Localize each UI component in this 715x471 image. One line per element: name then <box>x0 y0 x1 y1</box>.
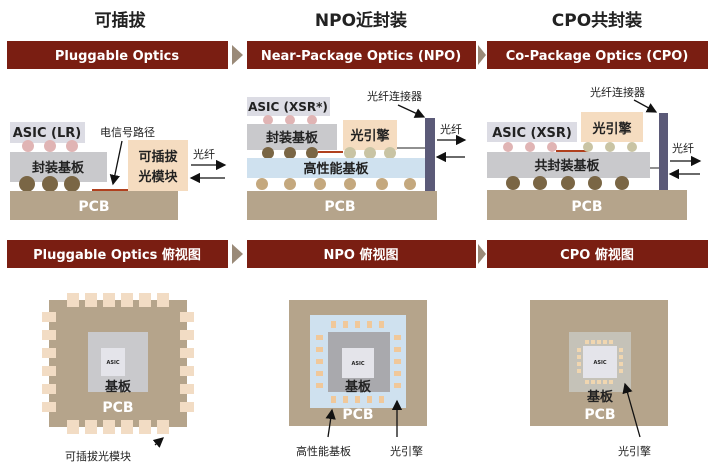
asic-label: ASIC (XSR) <box>492 126 572 141</box>
title-pluggable: 可插拔 <box>95 10 147 31</box>
solder-balls <box>506 176 629 190</box>
banner-label: Near-Package Optics (NPO) <box>261 49 461 64</box>
chevron-right-icon <box>232 244 243 264</box>
solder-balls <box>19 176 80 192</box>
arrow-icon <box>152 437 164 448</box>
pcb <box>247 191 437 220</box>
engine-label: 光引擎 <box>349 128 389 144</box>
pcb-label: PCB <box>102 400 133 416</box>
fiber-connector <box>659 113 668 190</box>
co-package-substrate <box>487 152 650 178</box>
npo-top-view: ASIC 基板 PCB 高性能基板 光引擎 <box>289 300 427 458</box>
cpo-top-view: ASIC 基板 PCB 光引擎 <box>530 300 668 458</box>
banner-cpo <box>487 41 708 69</box>
fiber-connector <box>425 118 435 191</box>
optical-engine <box>581 112 643 142</box>
title-npo: NPO近封装 <box>315 10 407 31</box>
chevron-right-icon <box>478 45 486 65</box>
micro-bumps <box>503 142 637 152</box>
micro-bumps <box>22 140 78 152</box>
signal-path-label: 电信号路径 <box>100 126 155 139</box>
pcb-label: PCB <box>584 407 615 423</box>
banner-row-bottom: Pluggable Optics 俯视图 NPO 俯视图 CPO 俯视图 <box>7 240 708 268</box>
banner-row-top: Pluggable Optics Near-Package Optics (NP… <box>7 41 708 69</box>
micro-bumps <box>263 115 317 125</box>
pcb-label: PCB <box>342 407 373 423</box>
substrate-label: 共封装基板 <box>534 158 600 174</box>
optical-engines <box>316 321 401 403</box>
banner-label: Pluggable Optics <box>55 49 179 64</box>
asic-label: ASIC <box>593 360 606 366</box>
fiber-label: 光纤 <box>193 147 215 161</box>
title-cpo: CPO共封装 <box>552 10 642 31</box>
fiber-label: 光纤 <box>440 122 462 136</box>
substrate-label: 封装基板 <box>266 130 319 146</box>
arrow-icon <box>622 382 641 438</box>
asic-chip <box>342 348 374 378</box>
asic-label: ASIC (LR) <box>13 126 82 141</box>
cpo-cross-section: ASIC (XSR) 光引擎 共封装基板 PCB 光纤连接器 光纤 <box>487 85 702 220</box>
pluggable-modules <box>42 293 194 434</box>
pcb-label: PCB <box>571 199 602 215</box>
pluggable-module <box>128 140 188 191</box>
engine-label: 光引擎 <box>591 121 631 137</box>
asic-label: ASIC <box>351 361 364 367</box>
asic-chip <box>247 97 330 116</box>
banner-label: Co-Package Optics (CPO) <box>506 49 689 64</box>
pcb <box>487 190 687 220</box>
asic-chip <box>10 122 85 143</box>
module-label: 光模块 <box>137 169 178 185</box>
arrow-icon <box>633 99 658 113</box>
pcb <box>10 191 178 220</box>
solder-balls <box>256 178 416 190</box>
banner-label: NPO 俯视图 <box>324 247 399 263</box>
hp-substrate-label: 高性能基板 <box>303 161 369 177</box>
chevron-right-icon <box>232 45 243 65</box>
banner-npo <box>247 41 476 69</box>
banner-cpo-top-view <box>487 240 708 268</box>
asic-label: ASIC (XSR*) <box>248 100 328 114</box>
substrate-label: 基板 <box>586 389 614 405</box>
npo-cross-section: ASIC (XSR*) 封装基板 光引擎 高性能基板 PCB 光纤连接器 光纤 <box>247 89 467 220</box>
package-substrate <box>247 124 337 150</box>
chevron-right-icon <box>478 244 486 264</box>
banner-pluggable <box>7 41 228 69</box>
banner-pluggable-top-view <box>7 240 228 268</box>
connector-label: 光纤连接器 <box>590 85 645 99</box>
arrow-icon <box>325 408 336 438</box>
pcb-label: PCB <box>78 199 109 215</box>
connector-label: 光纤连接器 <box>367 89 422 103</box>
optical-engine <box>343 120 397 150</box>
arrow-icon <box>397 104 426 118</box>
pcb-label: PCB <box>324 199 355 215</box>
banner-label: Pluggable Optics 俯视图 <box>33 247 201 263</box>
asic-label: ASIC <box>106 360 119 366</box>
arrow-icon <box>109 140 123 186</box>
module-callout: 可插拔光模块 <box>65 449 131 463</box>
optical-engines <box>577 340 623 384</box>
asic-chip <box>101 348 125 376</box>
module-label: 可插拔 <box>138 149 178 165</box>
substrate-label: 基板 <box>104 379 132 395</box>
engine-callout: 光引擎 <box>390 444 423 458</box>
substrate-label: 基板 <box>344 379 372 395</box>
engine-callout: 光引擎 <box>618 444 651 458</box>
pluggable-top-view: ASIC 基板 PCB 可插拔光模块 <box>42 293 194 463</box>
fiber-label: 光纤 <box>672 141 694 155</box>
high-performance-substrate <box>247 158 425 178</box>
banner-npo-top-view <box>247 240 476 268</box>
solder-balls <box>262 147 396 159</box>
pluggable-cross-section: ASIC (LR) 封装基板 PCB 可插拔 光模块 电信号路径 光纤 <box>10 122 227 220</box>
banner-label: CPO 俯视图 <box>560 247 634 263</box>
substrate-label: 封装基板 <box>32 160 85 176</box>
hp-substrate-callout: 高性能基板 <box>296 444 351 458</box>
asic-chip <box>583 346 617 378</box>
asic-chip <box>487 122 577 142</box>
